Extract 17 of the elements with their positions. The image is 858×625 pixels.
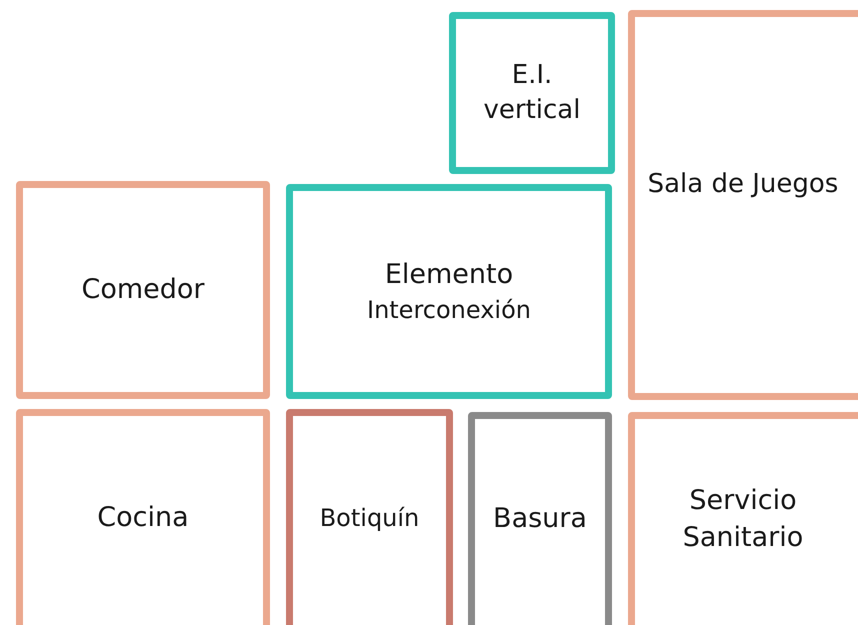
room-box (628, 412, 858, 625)
room-box (468, 412, 612, 625)
room-label: Comedor (81, 272, 205, 307)
room-box (16, 409, 270, 625)
room-box (449, 12, 615, 174)
room-label: Interconexión (366, 294, 531, 326)
room-label: Servicio Sanitario (682, 484, 804, 554)
room-box (628, 10, 858, 400)
room-label: Sala de Juegos (648, 168, 838, 202)
room-box (286, 409, 453, 625)
room-box (286, 184, 612, 399)
room-label: Botiquín (320, 502, 420, 534)
room-label: Cocina (97, 500, 189, 535)
room-label: E.I. vertical (482, 58, 582, 127)
room-box (16, 181, 270, 399)
room-label: Basura (493, 502, 587, 536)
room-label: Elemento (384, 258, 514, 292)
